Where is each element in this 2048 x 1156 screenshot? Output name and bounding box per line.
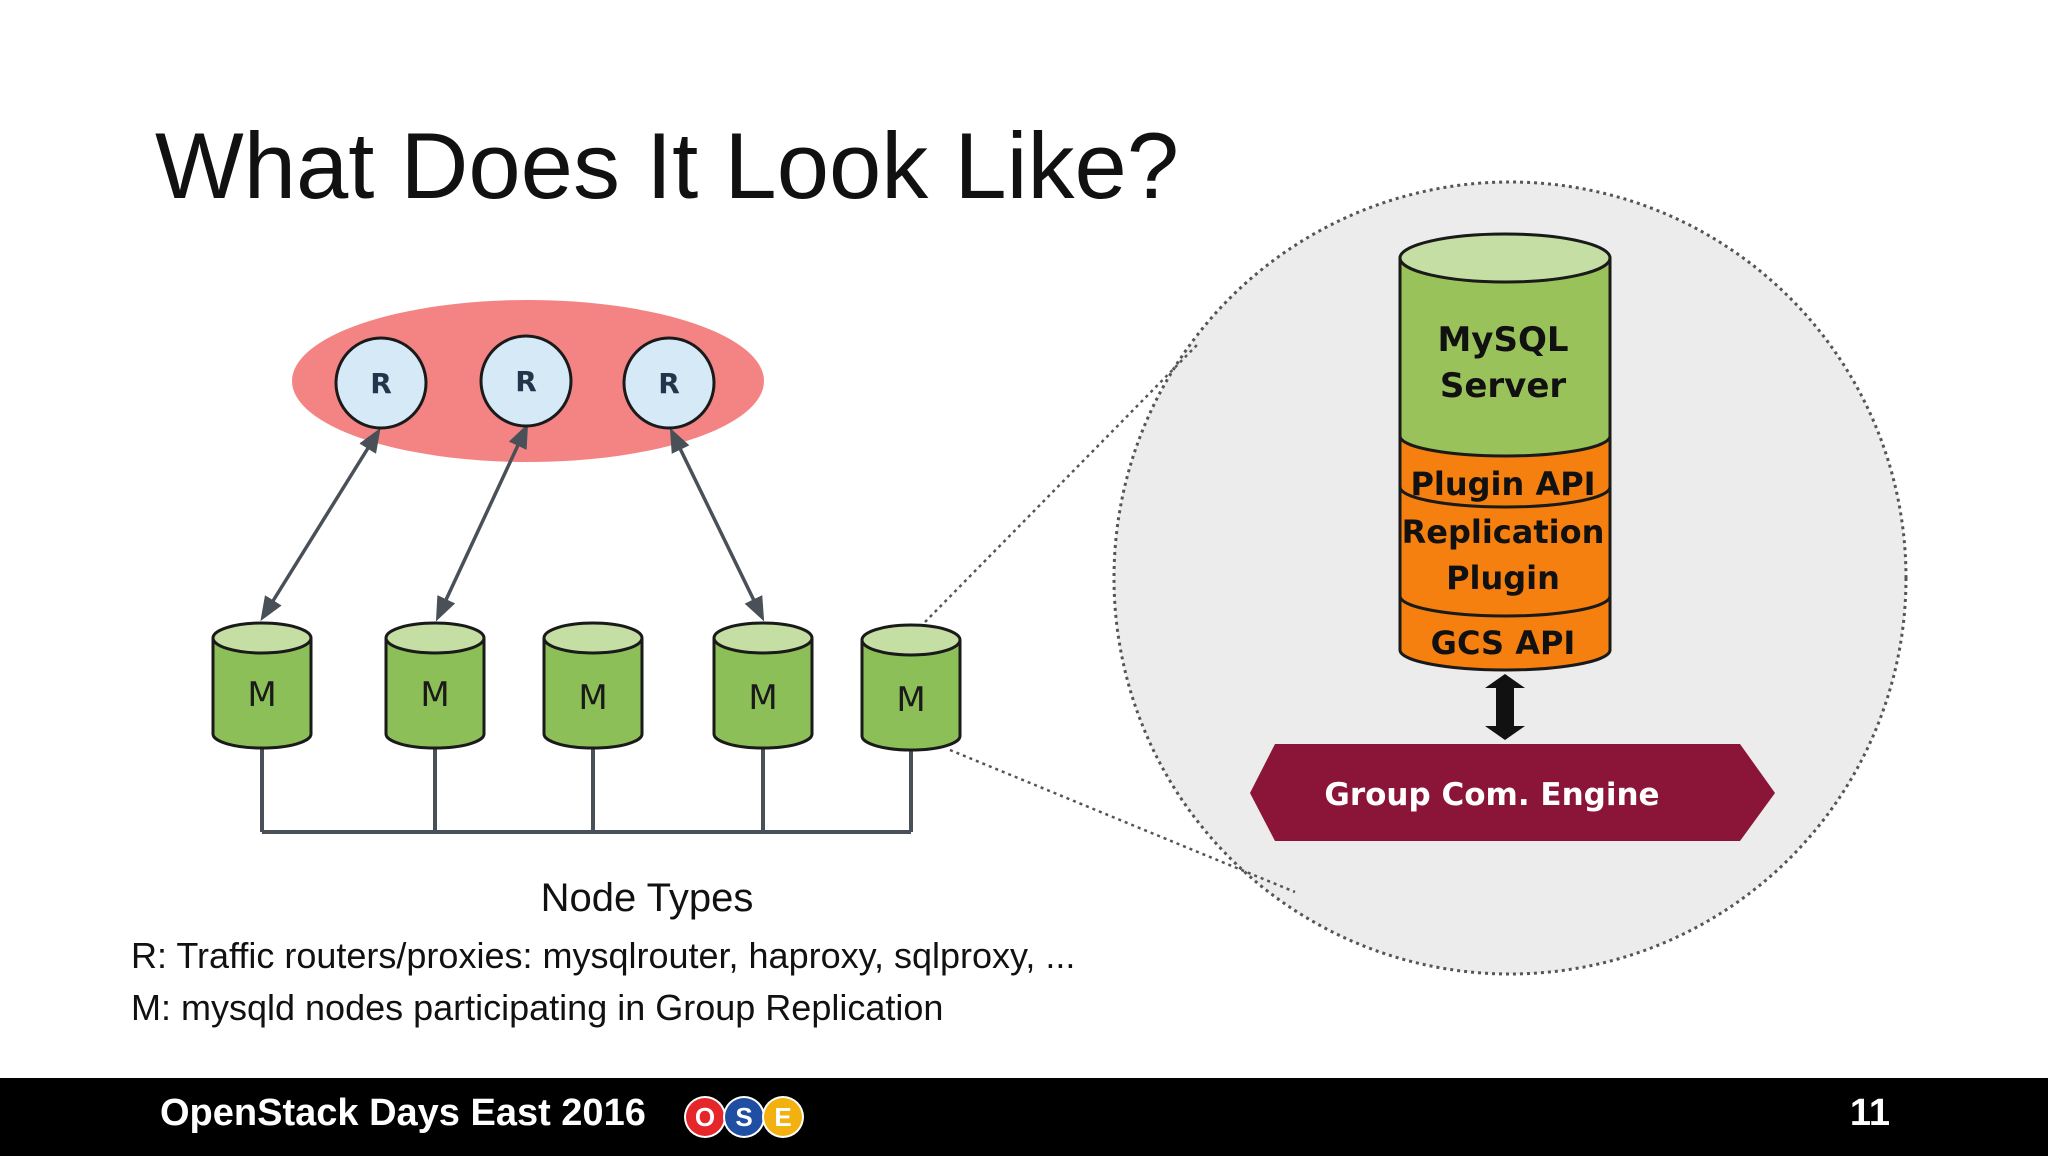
arrow-r2-m2 [435,423,529,622]
group-com-engine: Group Com. Engine [1250,744,1775,841]
stack-engine-double-arrow [1485,674,1525,740]
legend-m-line: M: mysqld nodes participating in Group R… [131,987,944,1028]
member-node-4: M [712,621,814,750]
member-label-3: M [578,678,607,718]
stack-replication-line-2: Plugin [1446,559,1560,597]
member-node-3: M [542,621,644,750]
member-label-4: M [748,678,777,718]
replication-bus [260,746,913,834]
member-node-1: M [211,621,313,750]
arrow-r1-m1 [260,427,381,622]
zoom-connector-bottom [949,748,1296,894]
zoom-connector-top [924,343,1199,623]
legend-title: Node Types [540,876,754,920]
footer-event-name: OpenStack Days East 2016 [160,1092,646,1134]
member-node-5: M [860,623,962,752]
mysql-stack: MySQL Server Plugin API Replication Plug… [1398,232,1612,672]
member-node-2: M [384,621,486,750]
router-label-3: R [658,367,680,400]
stack-replication-line-1: Replication [1402,513,1605,551]
ose-logo-s: S [725,1098,763,1136]
stack-server-line-2: Server [1440,366,1567,406]
router-node-1: R [334,336,428,430]
page-number: 11 [1849,1092,1890,1134]
stack-gcs-api: GCS API [1431,624,1576,662]
legend-r-line: R: Traffic routers/proxies: mysqlrouter,… [131,935,1076,976]
router-label-1: R [370,367,392,400]
member-label-5: M [896,680,925,720]
stack-server-line-1: MySQL [1437,320,1568,360]
ose-logo-o: O [686,1098,724,1136]
footer-bar [0,1074,2048,1156]
stack-plugin-api: Plugin API [1410,465,1595,503]
ose-logo-e: E [764,1098,802,1136]
router-node-3: R [622,336,716,430]
member-label-1: M [247,675,276,715]
slide-title: What Does It Look Like? [155,113,1180,218]
arrow-r3-m4 [669,427,765,622]
router-label-2: R [515,365,537,398]
router-node-2: R [479,334,573,428]
member-label-2: M [420,675,449,715]
engine-label: Group Com. Engine [1324,777,1659,813]
